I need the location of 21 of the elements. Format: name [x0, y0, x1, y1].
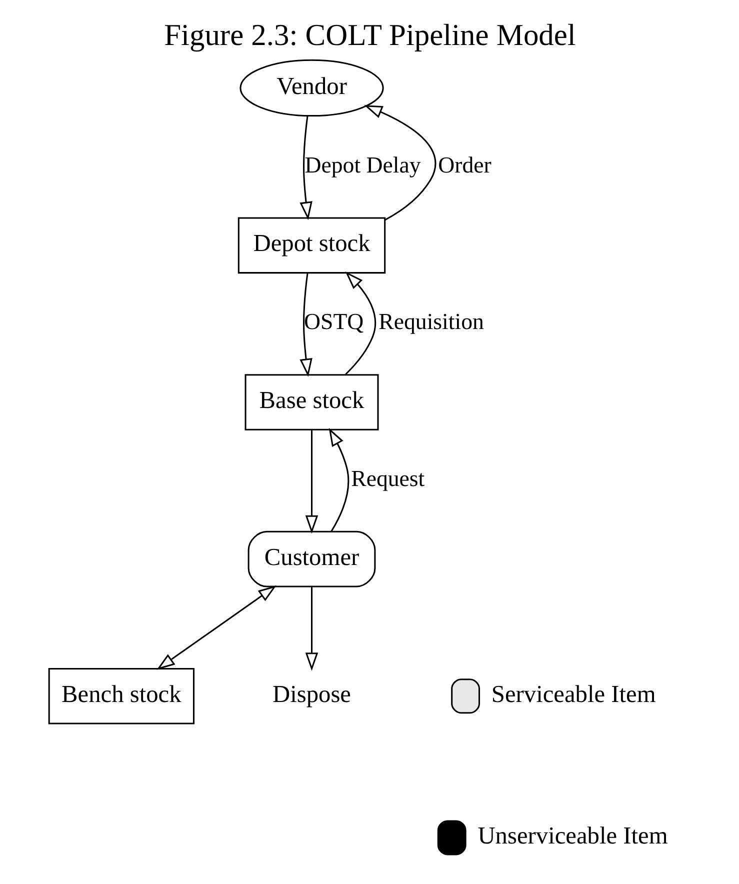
- edge-label: OSTQ: [304, 309, 364, 334]
- edge-label: Depot Delay: [304, 152, 420, 178]
- edge-label: Order: [438, 152, 491, 178]
- node-box: Base stock: [244, 374, 378, 430]
- arrow: [328, 428, 349, 532]
- node-box: Customer: [247, 530, 376, 588]
- node-text: Dispose: [272, 680, 351, 708]
- legend-label: Unserviceable Item: [477, 822, 668, 850]
- arrow: [299, 272, 312, 377]
- arrow: [304, 430, 318, 534]
- arrow: [304, 587, 318, 671]
- arrow: [156, 585, 276, 670]
- arrow: [299, 116, 312, 220]
- edge-label: Requisition: [378, 309, 484, 334]
- node-box: Bench stock: [48, 668, 194, 724]
- arrow: [364, 105, 436, 221]
- arrow: [344, 271, 376, 375]
- legend-label: Serviceable Item: [490, 680, 656, 708]
- node-box: Depot stock: [237, 217, 386, 274]
- edge-label: Request: [350, 466, 424, 491]
- diagram-title: Figure 2.3: COLT Pipeline Model: [164, 18, 576, 52]
